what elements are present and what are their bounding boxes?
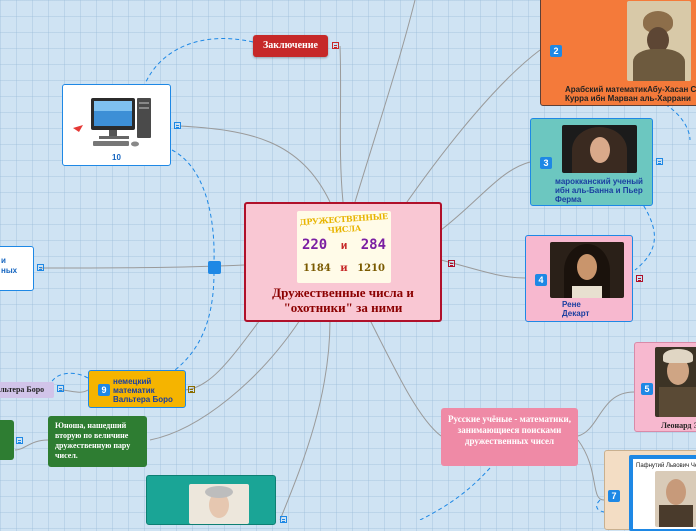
and-text: и <box>340 239 348 252</box>
descartes-notes-icon[interactable] <box>636 275 643 282</box>
number-1184: 1184 <box>302 263 331 274</box>
relation-conclusion-computer <box>144 38 254 85</box>
link-conclusion <box>339 45 344 203</box>
german-notes-icon[interactable] <box>188 386 195 393</box>
link-moroccan <box>440 161 531 231</box>
left-tag-label: альтера Боро <box>0 385 45 394</box>
relation-german-tag <box>49 372 89 389</box>
fermat-portrait-image <box>562 125 637 173</box>
amicable-numbers-image: ДРУЖЕСТВЕННЫЕ ЧИСЛА 220 и 284 1184 и 121… <box>297 211 391 283</box>
link-top <box>354 0 416 203</box>
chebyshev-inner: Пафнутий Львович Чеб <box>633 459 696 529</box>
computer-icon <box>73 98 151 147</box>
left-cut-notes-icon[interactable] <box>37 264 44 271</box>
moroccan-number-badge: 3 <box>540 157 552 169</box>
computer-topic[interactable]: 10 <box>62 84 171 166</box>
conclusion-notes-icon[interactable] <box>332 42 339 49</box>
chebyshev-number-badge: 7 <box>608 490 620 502</box>
image-heading: ДРУЖЕСТВЕННЫЕ ЧИСЛА <box>299 211 389 236</box>
number-284: 284 <box>360 237 387 253</box>
moroccan-caption: марокканский ученый ибн аль-Банна и Пьер… <box>555 177 643 204</box>
chebyshev-card: Пафнутий Львович Чеб <box>629 455 696 531</box>
link-chebyshev <box>577 439 605 501</box>
descartes-number-badge: 4 <box>535 274 547 286</box>
bottom-portrait-image <box>189 484 249 524</box>
descartes-caption-line2: Декарт <box>562 309 590 318</box>
green-cut-notes-icon[interactable] <box>16 437 23 444</box>
relation-chebyshev <box>596 499 605 513</box>
euler-caption: Леонард Эй <box>661 421 696 430</box>
left-tag-notes-icon[interactable] <box>57 385 64 392</box>
relation-hub-german <box>174 271 215 371</box>
german-label: немецкий математик Вальтера Боро <box>113 377 173 404</box>
moroccan-notes-icon[interactable] <box>656 158 663 165</box>
arab-number-badge: 2 <box>550 45 562 57</box>
number-220: 220 <box>301 237 328 253</box>
descartes-caption-line1: Рене <box>562 300 581 309</box>
central-notes-icon[interactable] <box>448 260 455 267</box>
left-cut-line2: ных <box>1 266 18 275</box>
link-german <box>184 319 261 391</box>
arab-portrait-image <box>627 1 691 81</box>
link-german-left <box>59 389 89 393</box>
left-cut-line1: и <box>1 256 6 265</box>
euler-portrait-image <box>655 347 696 417</box>
link-bottom <box>279 319 331 520</box>
youth-topic[interactable]: Юноша, нашедший вторую по величине друже… <box>48 416 147 467</box>
central-title: Дружественные числа и "охотники" за ними <box>272 285 414 315</box>
euler-number-badge: 5 <box>641 383 653 395</box>
arab-caption-line1: Арабский математикАбу-Хасан С <box>565 85 696 94</box>
moroccan-fermat-topic[interactable]: 3 марокканский ученый ибн аль-Банна и Пь… <box>530 118 653 206</box>
russian-mathematicians-topic[interactable]: Русские учёные - математики, занимающиес… <box>441 408 578 466</box>
computer-notes-icon[interactable] <box>174 122 181 129</box>
descartes-topic[interactable]: 4 Рене Декарт <box>525 235 633 322</box>
link-arab <box>399 49 541 213</box>
german-mathematician-topic[interactable]: 9 немецкий математик Вальтера Боро <box>88 370 186 408</box>
relation-computer-hub <box>171 149 215 263</box>
chebyshev-caption: Пафнутий Львович Чеб <box>636 463 696 469</box>
relationship-hub[interactable] <box>208 261 221 274</box>
link-youth-left <box>14 439 49 451</box>
link-descartes <box>440 259 526 279</box>
arab-caption-line2: Курра ибн Марван аль-Харрани <box>565 94 691 103</box>
youth-label: Юноша, нашедший вторую по величине друже… <box>55 421 131 460</box>
left-cut-topic[interactable]: и ных <box>0 246 34 291</box>
relation-moroccan-descartes <box>634 199 655 271</box>
and-text-2: и <box>340 263 348 274</box>
computer-caption: 10 <box>112 153 121 162</box>
russians-label: Русские учёные - математики, занимающиес… <box>448 414 571 446</box>
link-youth <box>149 319 301 441</box>
german-number-badge: 9 <box>98 384 110 396</box>
conclusion-label: Заключение <box>263 40 318 51</box>
green-cut-topic[interactable] <box>0 420 14 460</box>
chebyshev-topic[interactable]: 7 Пафнутий Львович Чеб <box>604 450 696 531</box>
central-topic[interactable]: ДРУЖЕСТВЕННЫЕ ЧИСЛА 220 и 284 1184 и 121… <box>244 202 455 322</box>
relation-russians-down <box>419 467 491 520</box>
descartes-portrait-image <box>550 242 624 298</box>
arab-mathematician-topic[interactable]: 2 Арабский математикАбу-Хасан С Курра иб… <box>540 0 696 106</box>
link-russians <box>369 319 442 437</box>
link-euler <box>577 391 635 437</box>
chebyshev-portrait-image <box>655 471 696 527</box>
left-tag-topic[interactable]: альтера Боро <box>0 382 54 398</box>
conclusion-topic[interactable]: Заключение <box>253 35 328 57</box>
link-computer <box>179 125 331 203</box>
number-1210: 1210 <box>357 263 386 274</box>
bottom-portrait-topic[interactable] <box>146 475 276 525</box>
euler-topic[interactable]: 5 Леонард Эй <box>634 342 696 432</box>
